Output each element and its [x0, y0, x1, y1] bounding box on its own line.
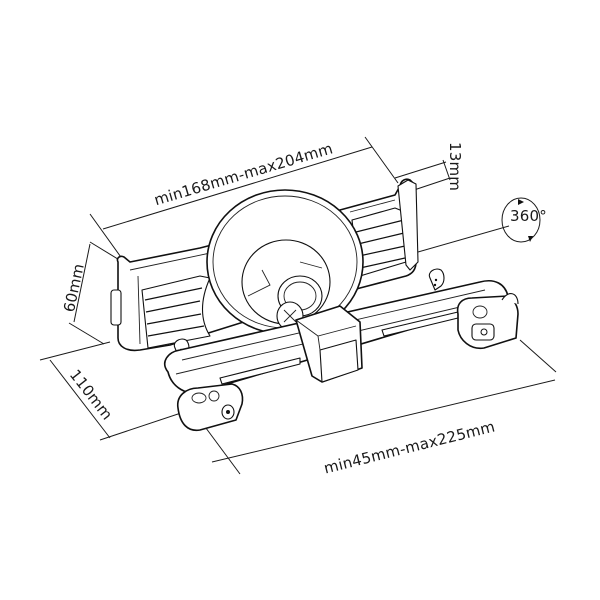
dim-rotation-label: 360° — [510, 207, 547, 225]
rotation-disc — [206, 189, 364, 335]
dim-clamp-depth-label: 13mm — [446, 142, 464, 192]
headrest-arm — [164, 268, 519, 432]
